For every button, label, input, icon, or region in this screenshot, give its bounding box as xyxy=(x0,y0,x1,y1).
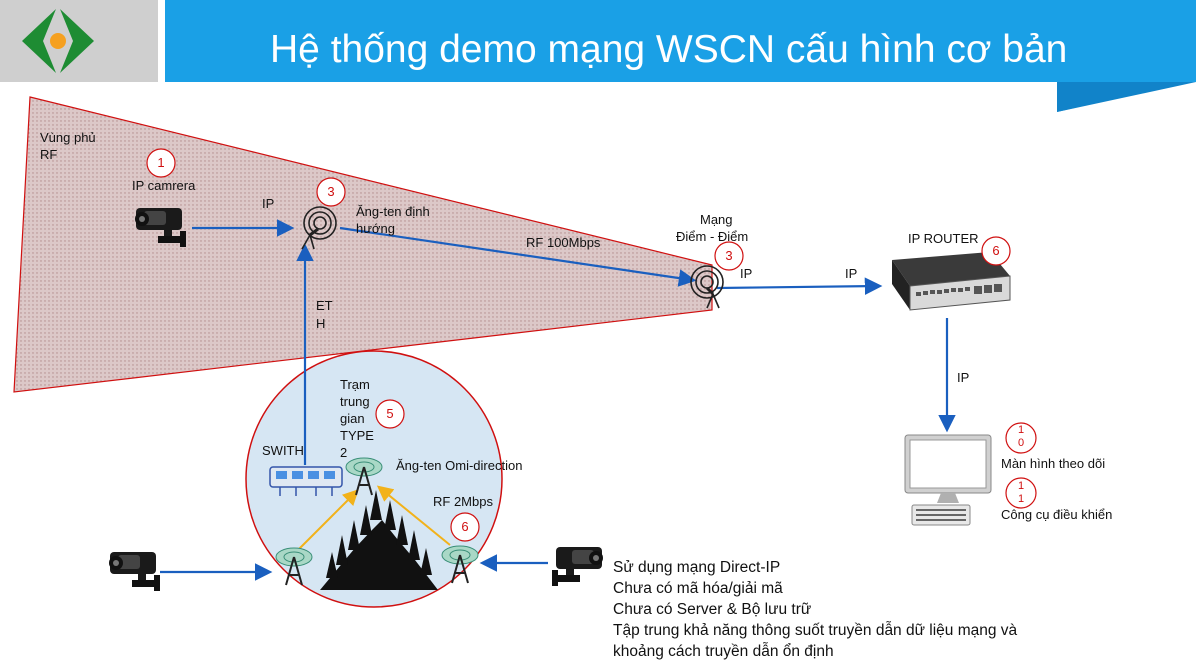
router-icon xyxy=(892,252,1011,311)
relay-label-2: trung xyxy=(340,394,370,409)
note-line: khoảng cách truyền dẫn ổn định xyxy=(613,643,834,660)
omni-label: Ăng-ten Omi-direction xyxy=(396,458,523,473)
control-label: Công cụ điều khiển xyxy=(1001,507,1113,522)
ip-camera-icon xyxy=(135,208,186,247)
camera-label: IP camrera xyxy=(132,178,196,193)
monitor-icon xyxy=(904,434,992,503)
relay-label-3: gian xyxy=(340,411,365,426)
link-ip-1: IP xyxy=(262,196,275,211)
badge-rf2: 6 xyxy=(461,519,469,534)
keyboard-icon xyxy=(911,504,971,526)
badge-control: 1 xyxy=(1017,480,1025,492)
relay-label-1: Trạm xyxy=(340,377,370,392)
link-eth-2: H xyxy=(316,316,326,331)
monitor-label: Màn hình theo dõi xyxy=(1001,456,1106,471)
omni-antenna-icon xyxy=(441,545,479,584)
badge-camera: 1 xyxy=(157,155,165,170)
switch-icon xyxy=(269,466,343,496)
p2p-label-2: Điểm - Điểm xyxy=(676,229,749,244)
badge-p2p: 3 xyxy=(725,248,733,263)
badge-router: 6 xyxy=(992,243,1000,258)
ip-camera-icon xyxy=(552,547,603,586)
antenna-label-2: hướng xyxy=(356,221,395,236)
badge-relay: 5 xyxy=(386,406,394,421)
notes-list: Sử dụng mạng Direct-IP Chưa có mã hóa/gi… xyxy=(613,557,1017,662)
rf-coverage-area xyxy=(13,96,713,393)
badge-control-2: 1 xyxy=(1017,493,1025,505)
note-line: Chưa có Server & Bộ lưu trữ xyxy=(613,601,812,618)
relay-label-4: TYPE xyxy=(340,428,374,443)
coverage-label-2: RF xyxy=(40,147,58,162)
link-ip-4: IP xyxy=(957,370,970,385)
link-rf-100: RF 100Mbps xyxy=(526,235,601,250)
omni-antenna-icon xyxy=(345,457,383,496)
directional-antenna-icon xyxy=(690,265,724,309)
badge-monitor: 1 xyxy=(1017,424,1025,436)
router-label: IP ROUTER xyxy=(908,231,979,246)
company-logo-icon xyxy=(22,9,94,73)
badge-antenna: 3 xyxy=(327,184,335,199)
link-eth: ET xyxy=(316,298,333,313)
p2p-label: Mạng xyxy=(700,212,733,227)
mountain-icon xyxy=(320,490,438,590)
logo-panel xyxy=(0,0,158,82)
note-line: Tập trung khả năng thông suốt truyền dẫn… xyxy=(613,622,1018,639)
coverage-label: Vùng phủ xyxy=(40,130,96,145)
ip-camera-icon xyxy=(109,552,160,591)
link-ip-3: IP xyxy=(845,266,858,281)
rf-2mbps-label: RF 2Mbps xyxy=(433,494,493,509)
note-line: Sử dụng mạng Direct-IP xyxy=(613,559,781,576)
number-badges xyxy=(146,148,1037,542)
page-title: Hệ thống demo mạng WSCN cấu hình cơ bản xyxy=(270,28,1068,71)
relay-label-5: 2 xyxy=(340,445,348,460)
omni-antenna-icon xyxy=(275,547,313,586)
relay-station-area xyxy=(245,350,503,608)
link-ip-2: IP xyxy=(740,266,753,281)
title-banner xyxy=(165,0,1196,112)
switch-label: SWITH xyxy=(262,443,304,458)
badge-monitor-2: 0 xyxy=(1017,437,1025,449)
note-line: Chưa có mã hóa/giải mã xyxy=(613,580,783,597)
antenna-label: Ăng-ten định xyxy=(356,204,430,219)
directional-antenna-icon xyxy=(301,206,337,250)
